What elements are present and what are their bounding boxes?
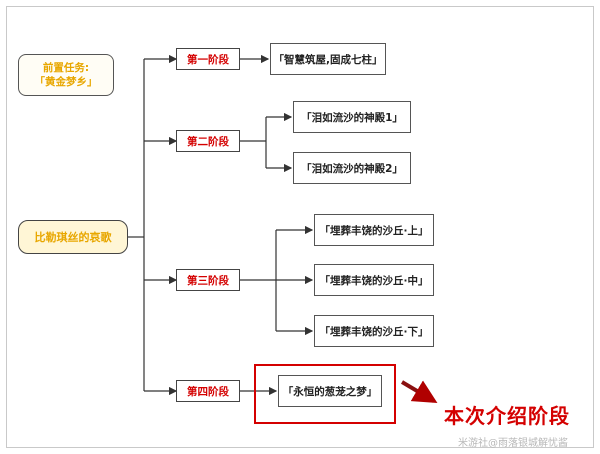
stage-3-node: 第三阶段 (176, 269, 240, 291)
quest-node-3: 「泪如流沙的神殿2」 (293, 152, 411, 184)
quest-node-4: 「埋葬丰饶的沙丘·上」 (314, 214, 434, 246)
stage-2-node: 第二阶段 (176, 130, 240, 152)
prerequisite-label: 前置任务: (42, 62, 90, 74)
prerequisite-quest-name: 「黄金梦乡」 (34, 76, 98, 88)
quest-node-6: 「埋葬丰饶的沙丘·下」 (314, 315, 434, 347)
quest-node-2: 「泪如流沙的神殿1」 (293, 101, 411, 133)
callout-arrow (400, 380, 438, 404)
callout-label: 本次介绍阶段 (444, 404, 570, 428)
root-quest-node: 比勒琪丝的哀歌 (18, 220, 128, 254)
current-stage-highlight (254, 364, 396, 424)
quest-node-1: 「智慧筑屋,固成七柱」 (270, 43, 386, 75)
stage-4-node: 第四阶段 (176, 380, 240, 402)
quest-node-5: 「埋葬丰饶的沙丘·中」 (314, 264, 434, 296)
stage-1-node: 第一阶段 (176, 48, 240, 70)
prerequisite-quest-box: 前置任务: 「黄金梦乡」 (18, 54, 114, 96)
watermark: 米游社@雨落银城解忧酱 (458, 438, 568, 449)
quest-node-7: 「永恒的葱茏之梦」 (278, 375, 382, 407)
